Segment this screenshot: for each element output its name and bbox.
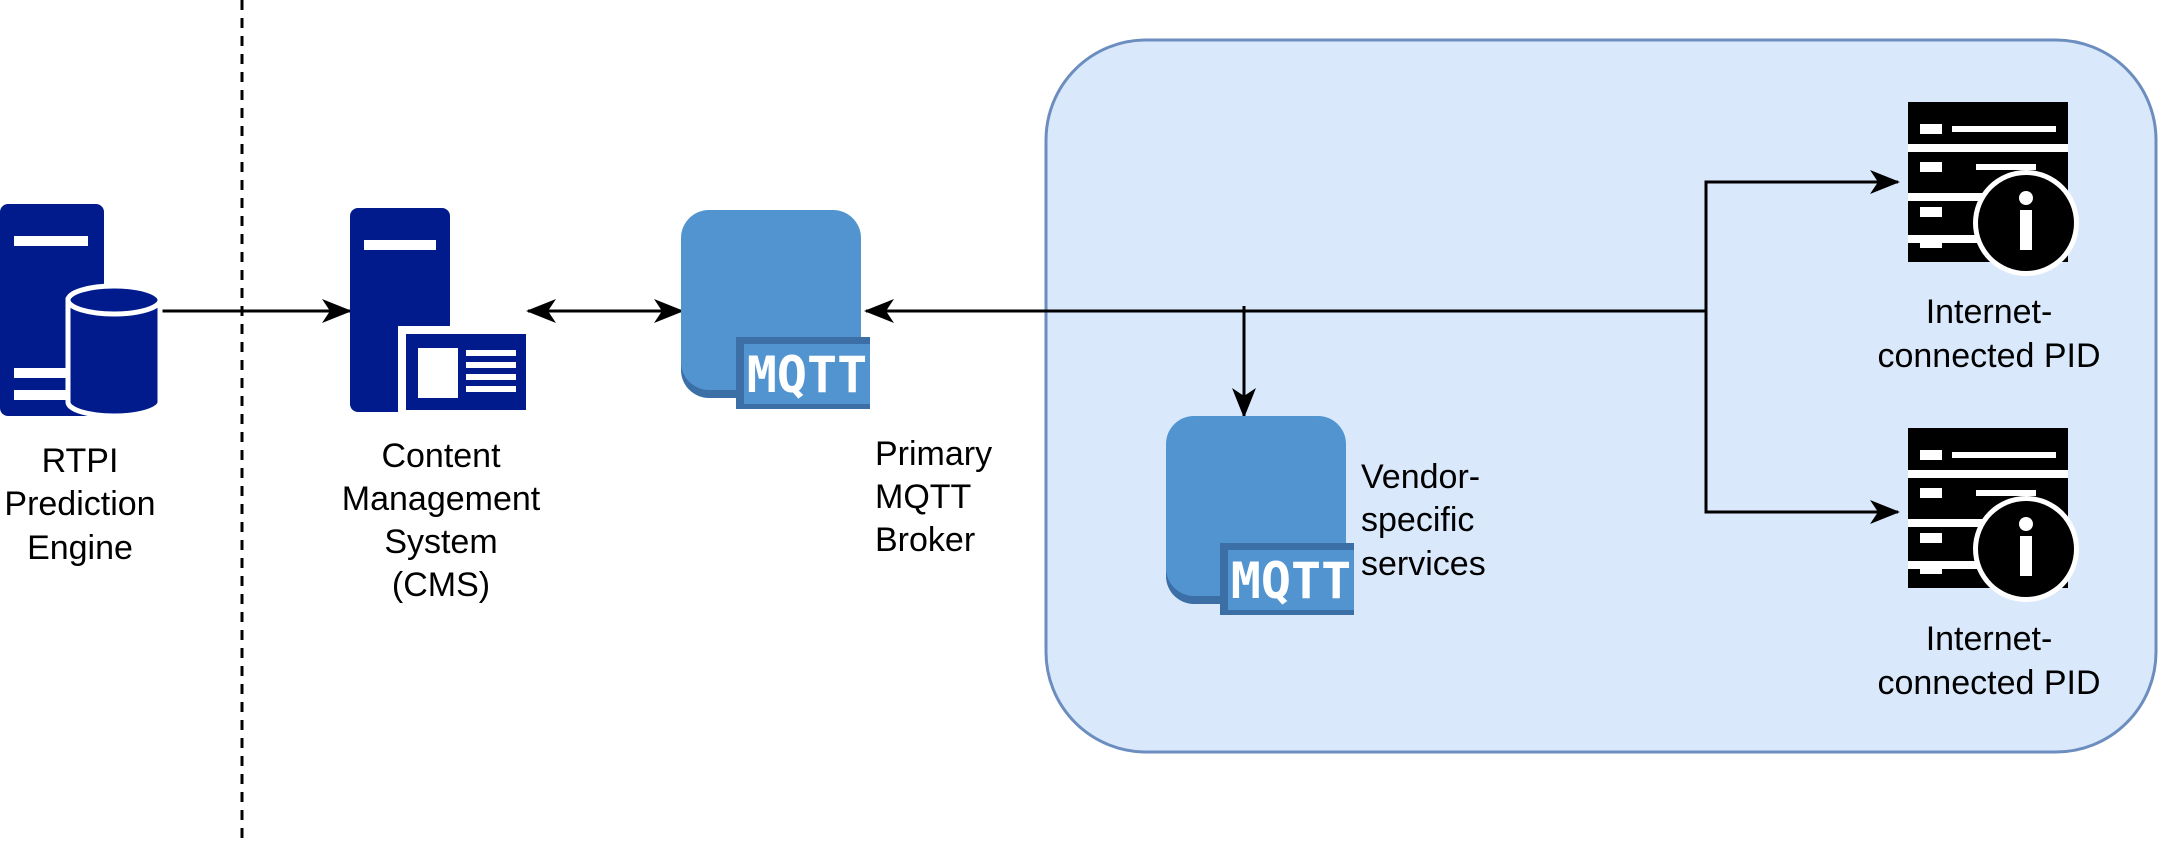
svg-text:RTPI: RTPI	[42, 442, 119, 480]
svg-text:Vendor-: Vendor-	[1361, 458, 1480, 496]
connectors	[160, 170, 1900, 524]
cms-label: Content Management System (CMS)	[342, 437, 541, 604]
server-info-icon	[1908, 428, 2079, 602]
svg-text:Management: Management	[342, 480, 541, 518]
svg-text:Primary: Primary	[875, 435, 992, 473]
rtpi-engine-label: RTPI Prediction Engine	[4, 442, 155, 567]
edge-to-pid-bottom	[1704, 311, 1900, 524]
pid-top-label: Internet- connected PID	[1877, 293, 2100, 375]
svg-text:connected PID: connected PID	[1877, 664, 2100, 702]
edge-to-pid-top	[1704, 170, 1900, 311]
svg-text:Prediction: Prediction	[4, 485, 155, 523]
svg-text:MQTT: MQTT	[875, 478, 971, 516]
mqtt-badge-label: MQTT	[1231, 552, 1351, 610]
svg-text:Content: Content	[381, 437, 501, 475]
svg-text:connected PID: connected PID	[1877, 337, 2100, 375]
pid-bottom-label: Internet- connected PID	[1877, 620, 2100, 702]
svg-text:services: services	[1361, 545, 1486, 583]
primary-broker-label: Primary MQTT Broker	[875, 435, 992, 559]
vendor-services-label: Vendor- specific services	[1361, 458, 1486, 583]
svg-text:Engine: Engine	[27, 529, 133, 567]
mqtt-badge-label: MQTT	[747, 346, 867, 404]
svg-text:(CMS): (CMS)	[392, 566, 490, 604]
web-server-icon	[350, 208, 532, 416]
mqtt-broker-icon: MQTT	[681, 210, 870, 409]
svg-text:System: System	[384, 523, 497, 561]
mqtt-broker-icon: MQTT	[1166, 416, 1354, 615]
database-server-icon	[0, 204, 163, 419]
svg-text:Internet-: Internet-	[1926, 293, 2053, 331]
svg-text:Broker: Broker	[875, 521, 975, 559]
svg-text:specific: specific	[1361, 501, 1474, 539]
svg-text:Internet-: Internet-	[1926, 620, 2053, 658]
server-info-icon	[1908, 102, 2079, 276]
